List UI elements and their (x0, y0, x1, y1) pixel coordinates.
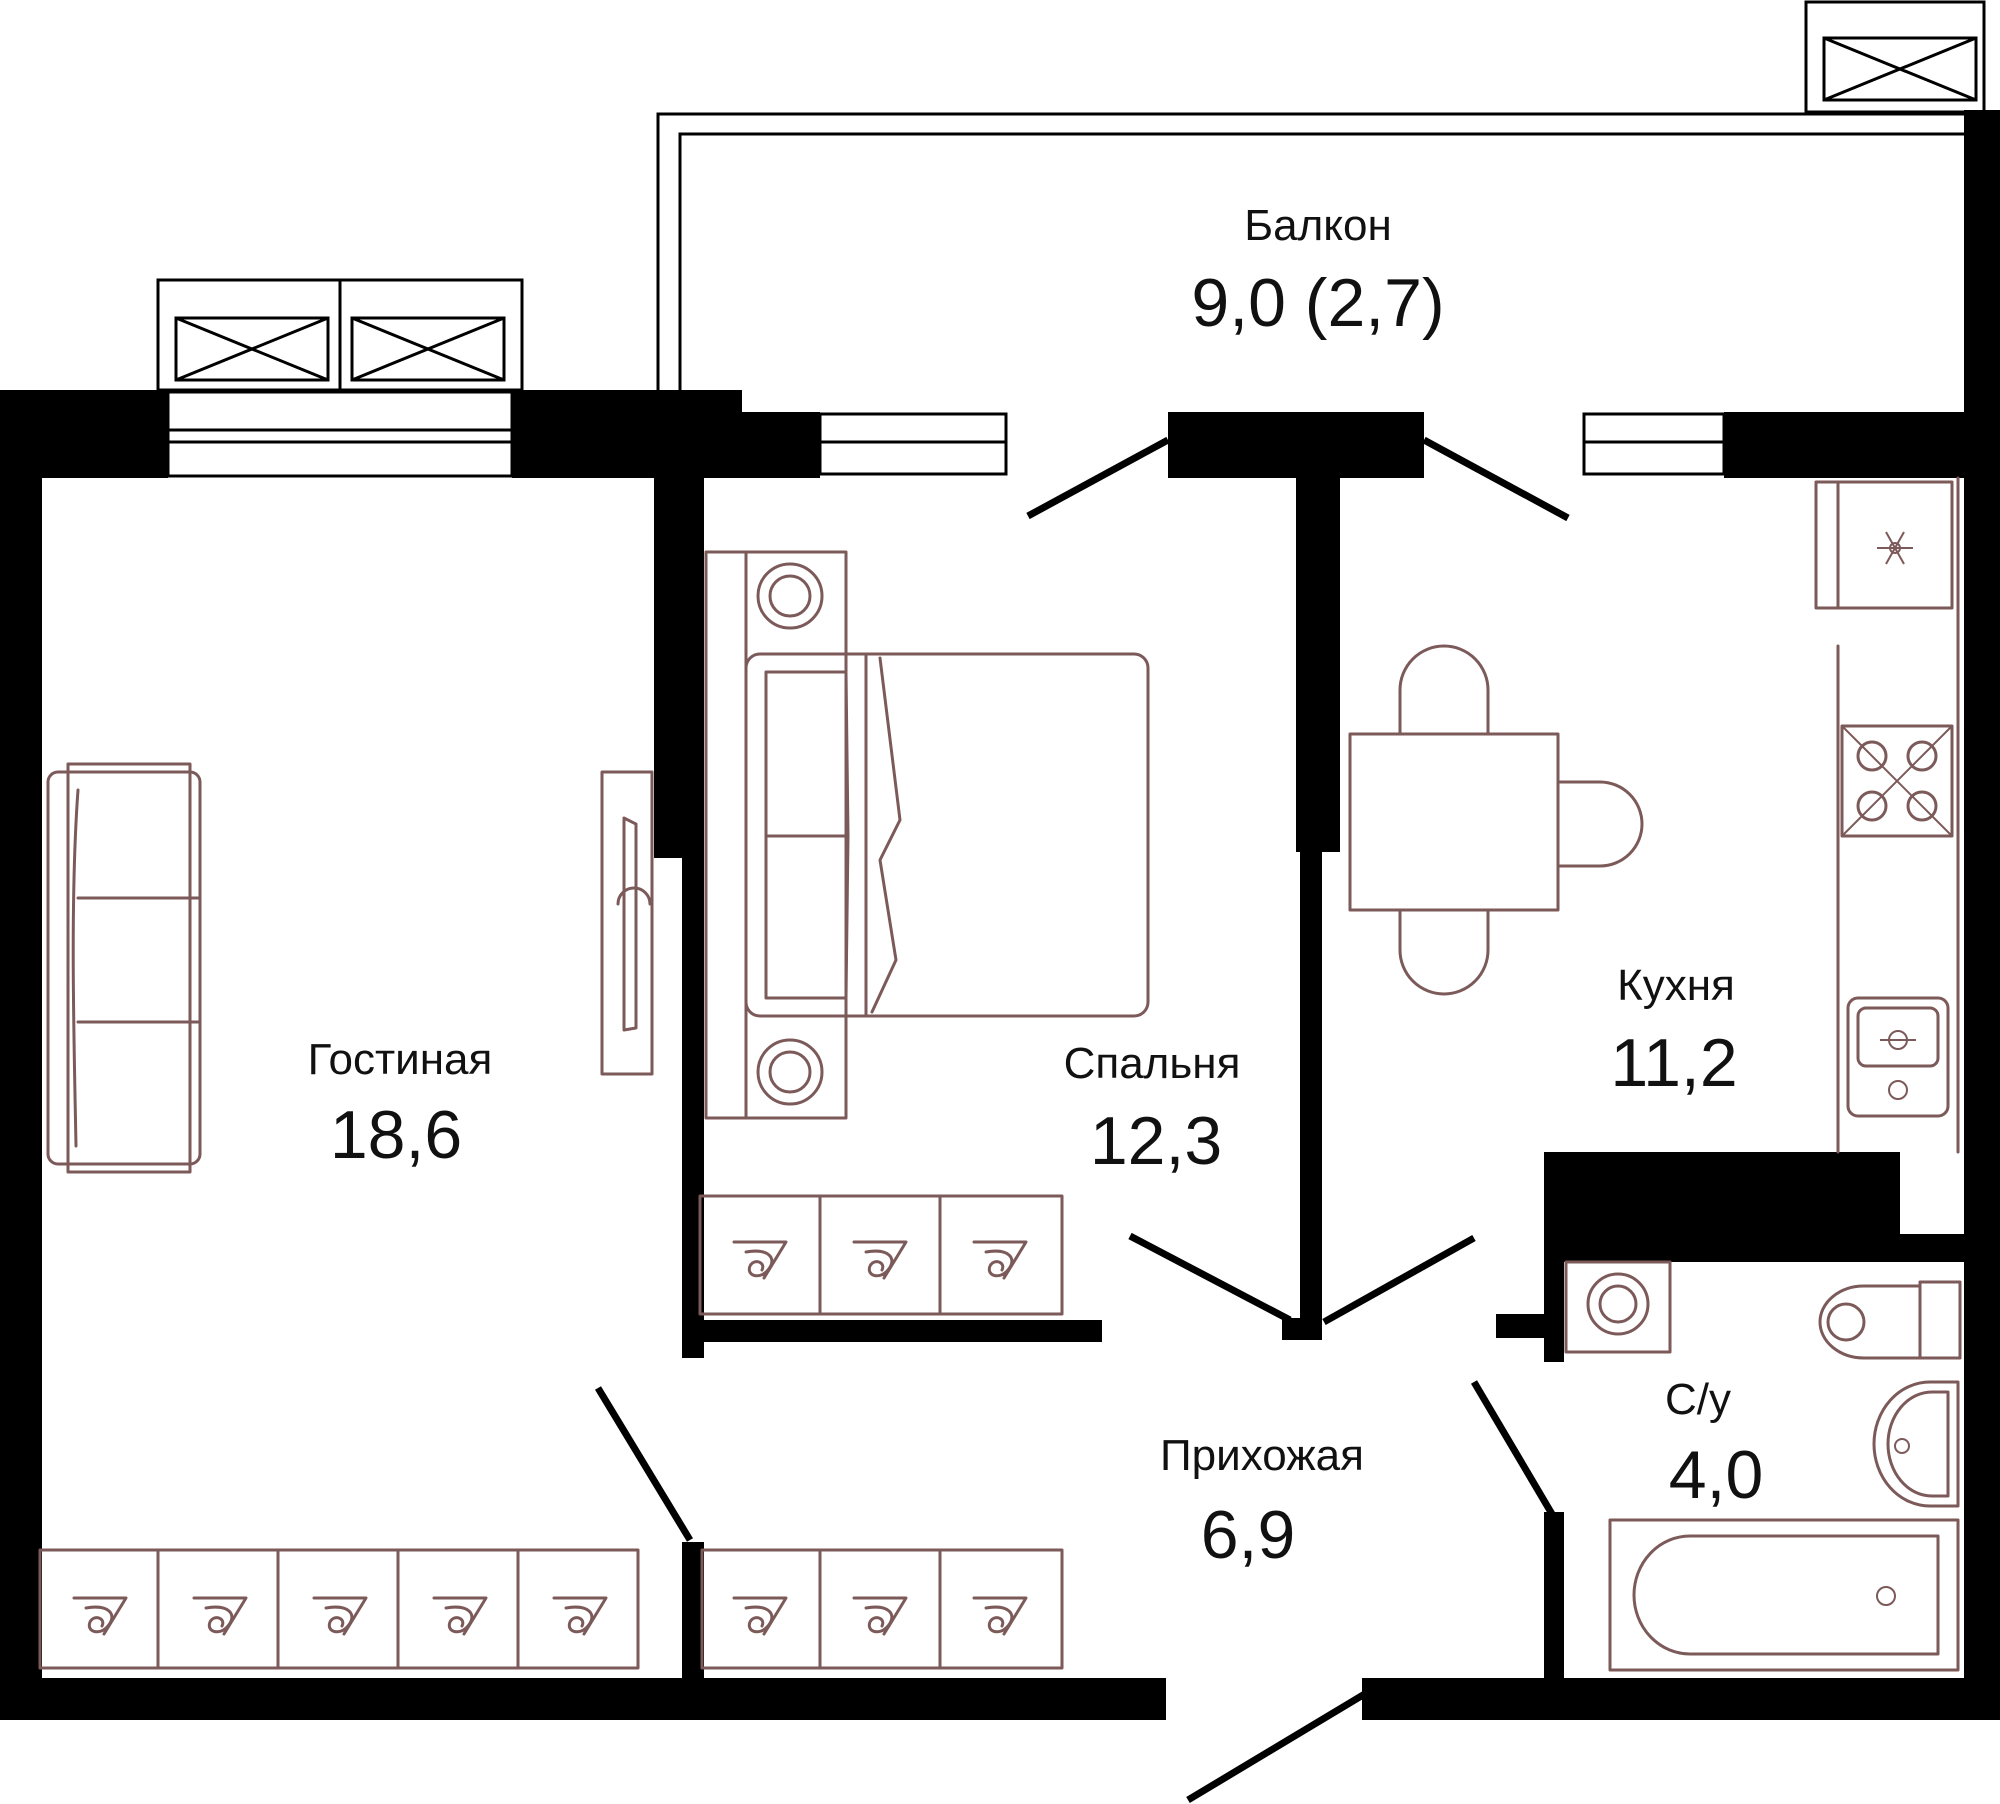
room-label-bedroom: Спальня 12,3 (1064, 1039, 1241, 1179)
room-label-hall: Прихожая 6,9 (1160, 1431, 1364, 1573)
room-area: 6,9 (1201, 1497, 1296, 1573)
fridge-icon (1814, 480, 1954, 610)
ac-unit-icon (1804, 0, 1986, 114)
room-area: 12,3 (1090, 1103, 1222, 1179)
room-area: 9,0 (2,7) (1191, 265, 1444, 341)
ac-unit-icon (156, 278, 524, 392)
room-name: Балкон (1244, 201, 1392, 250)
room-area: 18,6 (330, 1097, 462, 1173)
sofa-icon (46, 762, 202, 1174)
room-name: Спальня (1064, 1039, 1241, 1088)
room-area: 11,2 (1610, 1025, 1737, 1101)
bed-icon (704, 550, 1150, 1120)
room-name: Гостиная (308, 1035, 493, 1084)
room-label-kitchen: Кухня 11,2 (1610, 961, 1737, 1101)
sink-icon (1846, 996, 1950, 1118)
wardrobe-icon (38, 1548, 640, 1670)
dining-table-icon (1348, 644, 1644, 996)
room-name: Кухня (1617, 961, 1735, 1010)
windows (156, 0, 1986, 478)
stove-icon (1840, 724, 1954, 838)
washing-machine-icon (1564, 1260, 1672, 1354)
room-area: 4,0 (1669, 1437, 1764, 1513)
doors (595, 436, 1570, 1804)
tv-icon (600, 770, 654, 1076)
basin-icon (1872, 1380, 1960, 1508)
bathtub-icon (1608, 1518, 1960, 1672)
kitchen-counter (1836, 476, 1960, 1154)
wardrobe-icon (700, 1548, 1064, 1670)
room-name: С/у (1665, 1375, 1731, 1424)
room-label-balcony: Балкон 9,0 (2,7) (1191, 201, 1444, 341)
room-label-bathroom: С/у 4,0 (1665, 1375, 1763, 1513)
room-name: Прихожая (1160, 1431, 1364, 1480)
room-label-living: Гостиная 18,6 (308, 1035, 493, 1173)
walls (0, 110, 2000, 1720)
wardrobe-icon (698, 1194, 1064, 1316)
toilet-icon (1818, 1280, 1962, 1360)
